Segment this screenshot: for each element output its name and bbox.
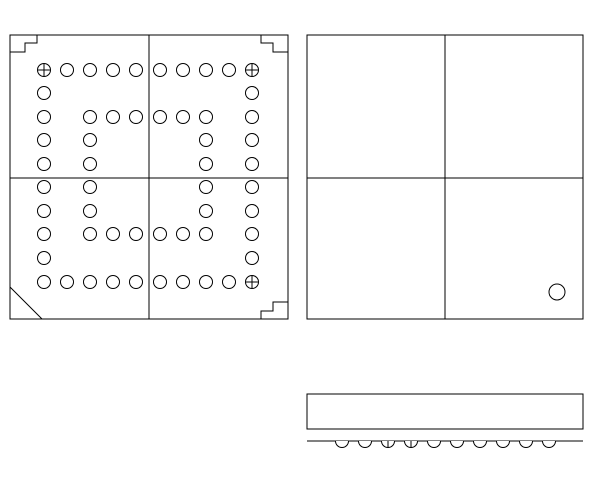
outer-pad xyxy=(199,63,213,77)
inner-pad xyxy=(106,110,120,124)
inner-pad xyxy=(199,227,213,241)
inner-pad xyxy=(83,204,97,218)
outer-pad xyxy=(245,110,259,124)
solder-ball xyxy=(427,440,441,448)
inner-pad xyxy=(129,227,143,241)
outer-pad xyxy=(153,275,167,289)
inner-pad xyxy=(199,110,213,124)
pad-marker-cross xyxy=(245,63,259,77)
outer-pad xyxy=(37,275,51,289)
solder-ball xyxy=(542,440,556,448)
outer-pad xyxy=(106,63,120,77)
pin1-marker xyxy=(548,283,566,301)
outer-pad xyxy=(106,275,120,289)
outer-pad xyxy=(245,133,259,147)
chamfer-corner xyxy=(9,286,43,320)
pad-marker-cross xyxy=(37,63,51,77)
inner-pad xyxy=(199,157,213,171)
top-view xyxy=(306,34,584,320)
center-dash-marks xyxy=(375,110,515,246)
inner-pad xyxy=(83,110,97,124)
inner-pad xyxy=(199,204,213,218)
inner-pad xyxy=(199,133,213,147)
outer-pad xyxy=(37,204,51,218)
inner-pad xyxy=(106,227,120,241)
solder-ball xyxy=(519,440,533,448)
solder-ball xyxy=(450,440,464,448)
outer-pad xyxy=(245,157,259,171)
outer-pad xyxy=(129,275,143,289)
inner-pad xyxy=(153,227,167,241)
outer-pad xyxy=(245,227,259,241)
inner-pad xyxy=(176,227,190,241)
outer-pad xyxy=(222,275,236,289)
outer-pad xyxy=(37,133,51,147)
outer-pad xyxy=(199,275,213,289)
outer-pad xyxy=(37,157,51,171)
solder-ball xyxy=(473,440,487,448)
inner-pad xyxy=(153,110,167,124)
solder-ball xyxy=(358,440,372,448)
outer-pad xyxy=(83,63,97,77)
side-view-body xyxy=(306,393,584,430)
outer-pad xyxy=(176,63,190,77)
bottom-view xyxy=(9,34,289,320)
outer-pad xyxy=(60,275,74,289)
corner-notch-top-left xyxy=(10,35,38,53)
inner-pad xyxy=(176,110,190,124)
pad-array xyxy=(37,63,259,289)
inner-pad xyxy=(199,180,213,194)
inner-pad xyxy=(83,133,97,147)
outer-pad xyxy=(37,251,51,265)
outer-pad xyxy=(153,63,167,77)
corner-notch-top-right xyxy=(260,35,288,53)
outer-pad xyxy=(60,63,74,77)
inner-pad xyxy=(83,157,97,171)
side-view xyxy=(306,393,584,448)
inner-pad xyxy=(83,227,97,241)
outer-pad xyxy=(37,86,51,100)
outer-pad xyxy=(129,63,143,77)
outer-pad xyxy=(37,180,51,194)
outer-pad xyxy=(176,275,190,289)
inner-pad xyxy=(83,180,97,194)
outer-pad xyxy=(245,180,259,194)
solder-ball xyxy=(496,440,510,448)
solder-balls xyxy=(335,440,556,448)
inner-pad xyxy=(129,110,143,124)
outer-pad xyxy=(83,275,97,289)
outer-pad xyxy=(245,86,259,100)
pad-marker-cross xyxy=(245,275,259,289)
outer-pad xyxy=(245,251,259,265)
solder-ball xyxy=(335,440,349,448)
outer-pad xyxy=(37,227,51,241)
outer-pad xyxy=(245,204,259,218)
outer-pad xyxy=(37,110,51,124)
corner-notch-bottom-right xyxy=(260,301,288,319)
outer-pad xyxy=(222,63,236,77)
